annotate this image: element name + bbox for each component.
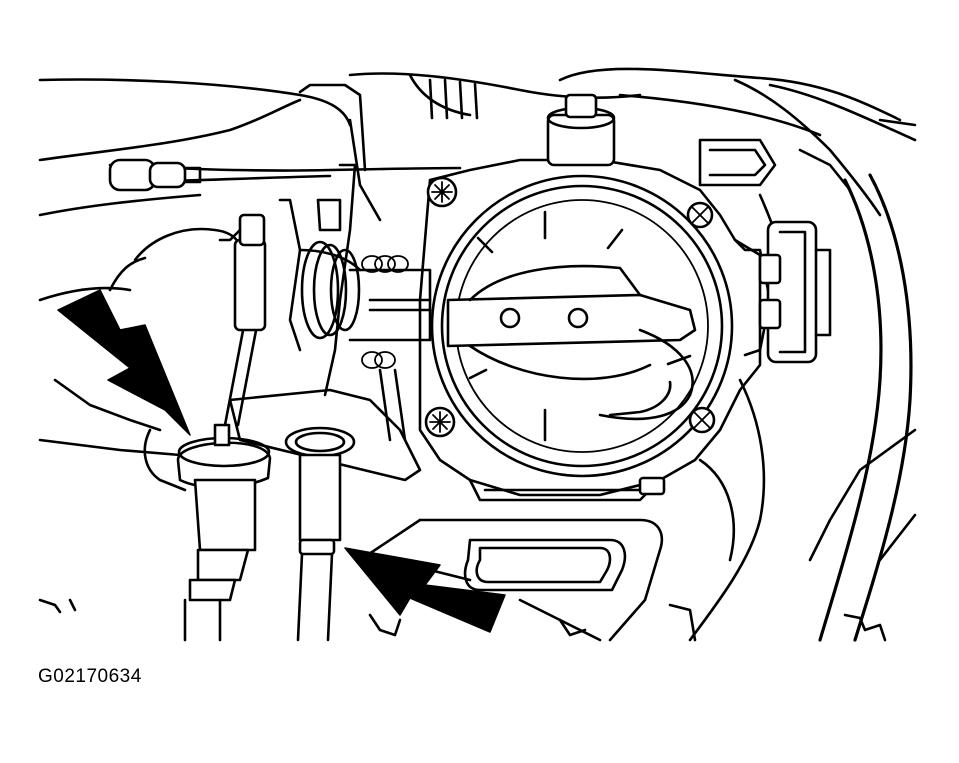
arrow-icon xyxy=(57,289,191,436)
figure-id-label: G02170634 xyxy=(38,666,142,687)
throttle-linkage xyxy=(278,163,432,442)
callout-arrow-left xyxy=(57,289,191,436)
callout-arrow-right xyxy=(344,547,506,633)
throttle-cable xyxy=(108,158,462,192)
cable-boots xyxy=(176,213,356,642)
engine-background-lines xyxy=(38,67,917,642)
arrow-icon xyxy=(344,547,506,633)
throttle-body xyxy=(418,93,832,502)
